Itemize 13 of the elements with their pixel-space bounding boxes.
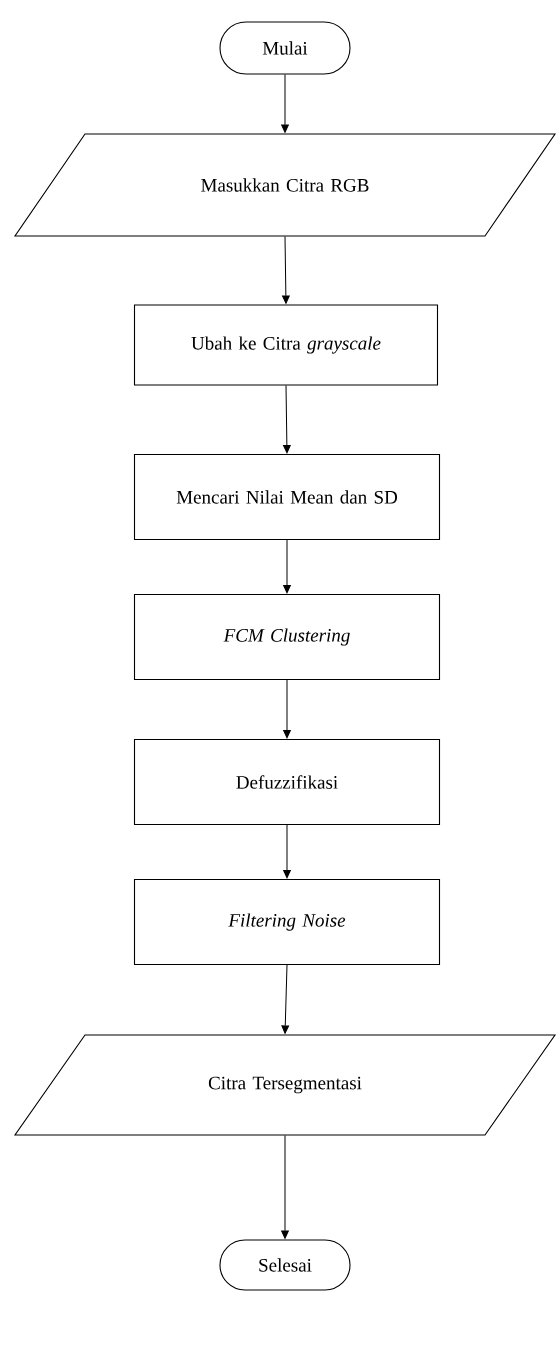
arrow	[281, 1135, 289, 1239]
arrow	[281, 74, 289, 133]
arrow	[281, 964, 290, 1034]
arrow	[283, 824, 291, 879]
arrow	[283, 385, 291, 454]
arrow	[283, 679, 291, 739]
process-box: Ubah ke Citra grayscale	[133, 304, 439, 386]
process-box: FCM Clustering	[133, 593, 441, 681]
arrow	[283, 539, 291, 594]
process-box: Defuzzifikasi	[133, 738, 441, 826]
process-box: Mencari Nilai Mean dan SD	[133, 453, 441, 541]
process-box: Filtering Noise	[133, 878, 441, 966]
arrow	[282, 236, 290, 304]
